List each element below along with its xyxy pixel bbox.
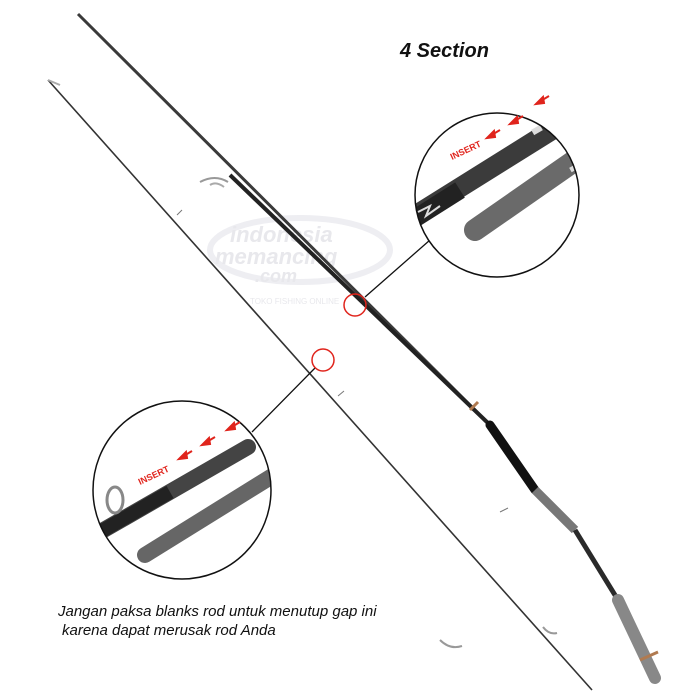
detail-circle-top: INSERT [414, 94, 580, 278]
insert-arrows-top [484, 94, 550, 140]
insert-arrows-bottom [176, 420, 241, 461]
joint-marker-top [343, 293, 367, 317]
rod-main-section [76, 12, 661, 684]
joint-marker-bottom [311, 348, 335, 372]
warning-note-line1: Jangan paksa blanks rod untuk menutup ga… [58, 603, 377, 620]
rod-tip-section [47, 79, 593, 691]
connector-line-bottom [251, 367, 316, 433]
watermark: indonesia memancing .com TOKO FISHING ON… [207, 215, 393, 306]
section-count-title: 4 Section [400, 40, 489, 62]
warning-note-line2: karena dapat merusak rod Anda [62, 622, 276, 639]
connector-line-top [364, 239, 431, 298]
watermark-tagline: TOKO FISHING ONLINE [250, 297, 339, 306]
warning-note: Jangan paksa blanks rod untuk menutup ga… [58, 602, 377, 640]
watermark-line3: .com [255, 266, 297, 286]
detail-circle-bottom: INSERT [92, 400, 272, 580]
